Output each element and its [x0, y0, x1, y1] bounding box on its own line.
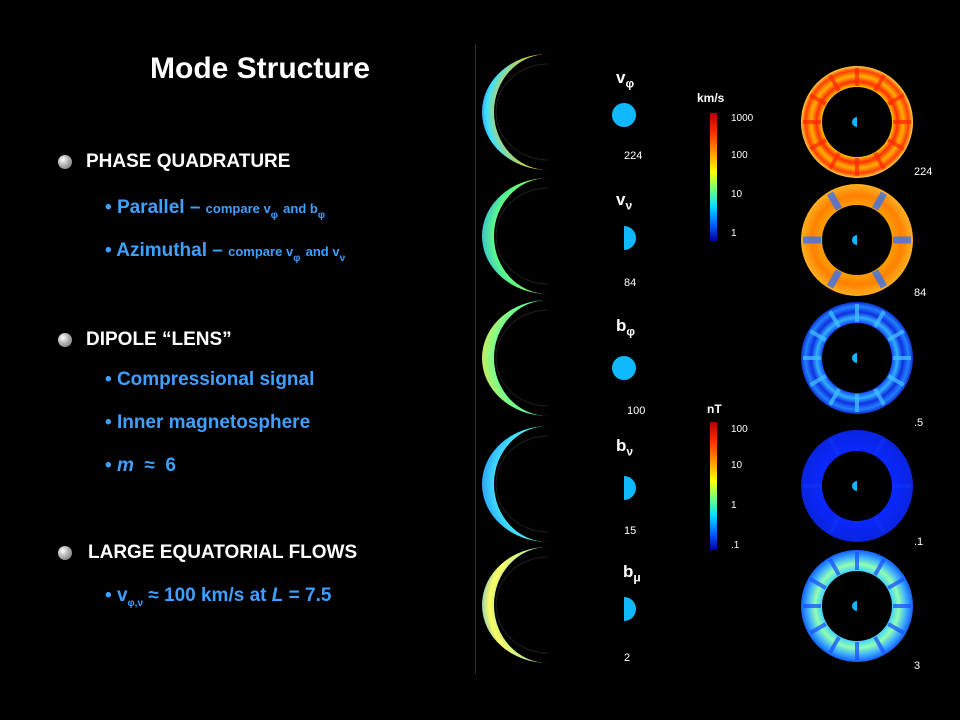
ring-value: .5: [914, 417, 924, 429]
panel-value: 224: [624, 150, 643, 162]
panel-label-symbol: b: [616, 316, 627, 335]
earth-icon: [852, 481, 857, 491]
item-m-symbol: m: [116, 455, 134, 476]
page-title: Mode Structure: [150, 52, 371, 85]
panel-label-symbol: b: [616, 436, 627, 455]
item-parallel-sub-a: φ: [270, 209, 278, 221]
item-flows-var: v: [116, 585, 128, 606]
section-heading-phase: PHASE QUADRATURE: [86, 151, 291, 172]
panel-value: 84: [624, 277, 637, 289]
earth-icon: [852, 601, 857, 611]
earth-icon: [624, 597, 636, 621]
colorbar-velocity-tick: 1000: [731, 113, 754, 124]
panel-label-subscript: φ: [626, 324, 635, 339]
panel-label: vν: [616, 190, 632, 212]
colorbar-field-title: nT: [707, 402, 722, 416]
crescent-plot: [482, 54, 549, 170]
panel-label-subscript: ν: [626, 444, 634, 459]
earth-icon: [852, 117, 857, 127]
colorbar-field-tick: 1: [731, 500, 737, 511]
colorbar-field-tick: 10: [731, 460, 743, 471]
earth-icon: [624, 226, 636, 250]
earth-icon: [852, 235, 857, 245]
item-azimuthal-sub-a: φ: [293, 252, 301, 264]
crescent-plot: [482, 300, 549, 416]
panel-label-symbol: v: [616, 68, 626, 87]
ring-plot: [801, 550, 913, 662]
ring-plot: [801, 184, 913, 296]
earth-icon: [624, 476, 636, 500]
panel-label: bμ: [623, 562, 641, 584]
panel-label: vφ: [616, 68, 634, 90]
ring-value: 3: [914, 660, 921, 672]
bullet-icon: [58, 333, 72, 347]
ring-value: .1: [914, 536, 924, 548]
crescent-plot: [482, 547, 549, 663]
colorbar-velocity-title: km/s: [697, 91, 725, 105]
colorbar-field: [710, 422, 717, 550]
earth-icon: [611, 356, 636, 381]
colorbar-velocity: [710, 113, 717, 241]
panel-value: 15: [624, 525, 637, 537]
ring-plot: [801, 302, 913, 414]
item-azimuthal-sub-b: ν: [339, 252, 346, 264]
item-parallel-note-b: and b: [283, 201, 318, 216]
colorbar-velocity-tick: 10: [731, 189, 743, 200]
panel-label-symbol: v: [616, 190, 626, 209]
panel-label: bν: [616, 436, 633, 458]
item-parallel-sub-b: φ: [317, 209, 325, 221]
item-compressional-text: Compressional signal: [116, 369, 315, 390]
colorbar-field-tick: 100: [731, 424, 748, 435]
colorbar-velocity-tick: 100: [731, 150, 748, 161]
ring-value: 224: [914, 166, 933, 178]
panel-label-subscript: ν: [625, 198, 633, 213]
item-flows-L: L: [271, 585, 284, 606]
panel-label-subscript: φ: [625, 76, 635, 91]
bullet-icon: [58, 155, 72, 169]
bullet-icon: [58, 546, 72, 560]
panel-label-subscript: μ: [633, 570, 641, 585]
item-flows-text: ≈ 100 km/s at: [148, 585, 272, 606]
panel-value: 100: [627, 405, 646, 417]
item-m-relation: ≈: [144, 455, 155, 476]
item-flows-tail: = 7.5: [283, 585, 332, 606]
item-azimuthal: • Azimuthal – compare vφ and vν: [105, 240, 346, 264]
item-azimuthal-note-a: compare v: [228, 244, 294, 259]
item-m: • m ≈ 6: [105, 455, 176, 476]
crescent-plot: [482, 426, 549, 542]
panel-value: 2: [624, 652, 631, 664]
item-azimuthal-main: Azimuthal –: [116, 240, 223, 261]
earth-icon: [852, 353, 857, 363]
item-azimuthal-note-b: and v: [305, 244, 340, 259]
panel-label: bφ: [616, 316, 635, 338]
item-inner-text: Inner magnetosphere: [116, 412, 311, 433]
ring-plot: [801, 66, 913, 178]
item-flows-sub: φ,ν: [127, 597, 144, 609]
item-flows: • vφ,ν ≈ 100 km/s at L = 7.5: [105, 585, 332, 609]
crescent-plot: [482, 178, 549, 294]
item-parallel-note-a: compare v: [205, 201, 271, 216]
colorbar-field-tick: .1: [731, 540, 740, 551]
item-parallel-main: Parallel –: [116, 197, 201, 218]
item-m-value: 6: [165, 455, 176, 476]
item-inner: • Inner magnetosphere: [105, 412, 311, 433]
colorbar-velocity-tick: 1: [731, 228, 737, 239]
item-parallel: • Parallel – compare vφ and bφ: [105, 197, 325, 221]
section-heading-lens: DIPOLE “LENS”: [86, 329, 232, 350]
panel-label-symbol: b: [623, 562, 634, 581]
section-heading-flows: LARGE EQUATORIAL FLOWS: [88, 542, 358, 563]
ring-value: 84: [914, 287, 927, 299]
ring-plot: [801, 430, 913, 542]
divider: [475, 44, 476, 674]
item-compressional: • Compressional signal: [105, 369, 315, 390]
earth-icon: [611, 103, 636, 128]
